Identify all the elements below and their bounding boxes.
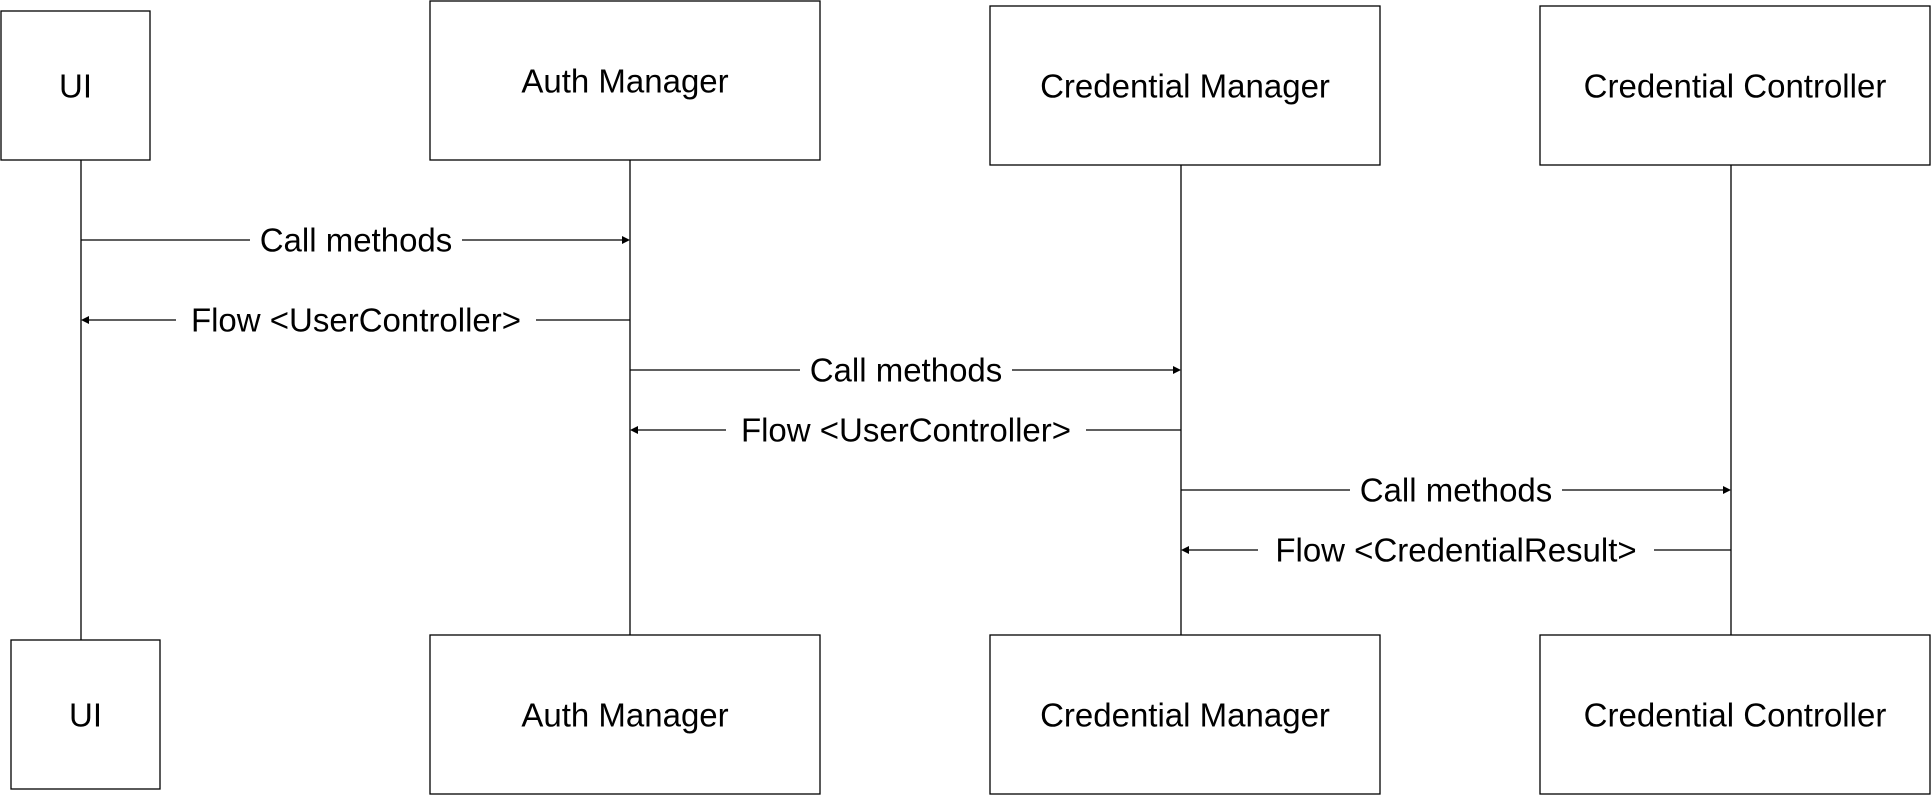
message-label: Flow <UserController> — [741, 412, 1071, 449]
message-label: Call methods — [810, 352, 1003, 389]
participant-bottom-auth-manager[interactable]: Auth Manager — [429, 634, 821, 795]
message-flow-auth-to-ui[interactable]: Flow <UserController> — [81, 300, 630, 340]
arrow-right-icon — [622, 236, 630, 244]
message-label: Call methods — [260, 222, 453, 259]
participant-label: Auth Manager — [521, 697, 728, 734]
message-label: Call methods — [1360, 472, 1553, 509]
message-label: Flow <CredentialResult> — [1275, 532, 1636, 569]
participant-label: Credential Controller — [1584, 68, 1887, 105]
participant-top-ui[interactable]: UI — [0, 10, 151, 161]
message-label: Flow <UserController> — [191, 302, 521, 339]
participant-top-auth-manager[interactable]: Auth Manager — [429, 0, 821, 161]
arrow-left-icon — [1181, 546, 1189, 554]
participant-label: Auth Manager — [521, 63, 728, 100]
participant-label: UI — [69, 697, 102, 734]
message-call-methods-credmgr-to-credctl[interactable]: Call methods — [1181, 470, 1731, 510]
participant-label: Credential Controller — [1584, 697, 1887, 734]
arrow-right-icon — [1173, 366, 1181, 374]
arrow-left-icon — [630, 426, 638, 434]
participant-bottom-credential-manager[interactable]: Credential Manager — [989, 634, 1381, 795]
participant-label: Credential Manager — [1040, 68, 1330, 105]
arrow-left-icon — [81, 316, 89, 324]
arrow-right-icon — [1723, 486, 1731, 494]
message-call-methods-auth-to-credmgr[interactable]: Call methods — [630, 350, 1181, 390]
participant-top-credential-manager[interactable]: Credential Manager — [989, 5, 1381, 166]
participant-label: Credential Manager — [1040, 697, 1330, 734]
message-flow-credmgr-to-auth[interactable]: Flow <UserController> — [630, 410, 1181, 450]
message-flow-credctl-to-credmgr[interactable]: Flow <CredentialResult> — [1181, 530, 1731, 570]
participant-label: UI — [59, 68, 92, 105]
participant-top-credential-controller[interactable]: Credential Controller — [1539, 5, 1931, 166]
participant-bottom-ui[interactable]: UI — [10, 639, 161, 790]
message-call-methods-ui-to-auth[interactable]: Call methods — [81, 220, 630, 260]
participant-bottom-credential-controller[interactable]: Credential Controller — [1539, 634, 1931, 795]
